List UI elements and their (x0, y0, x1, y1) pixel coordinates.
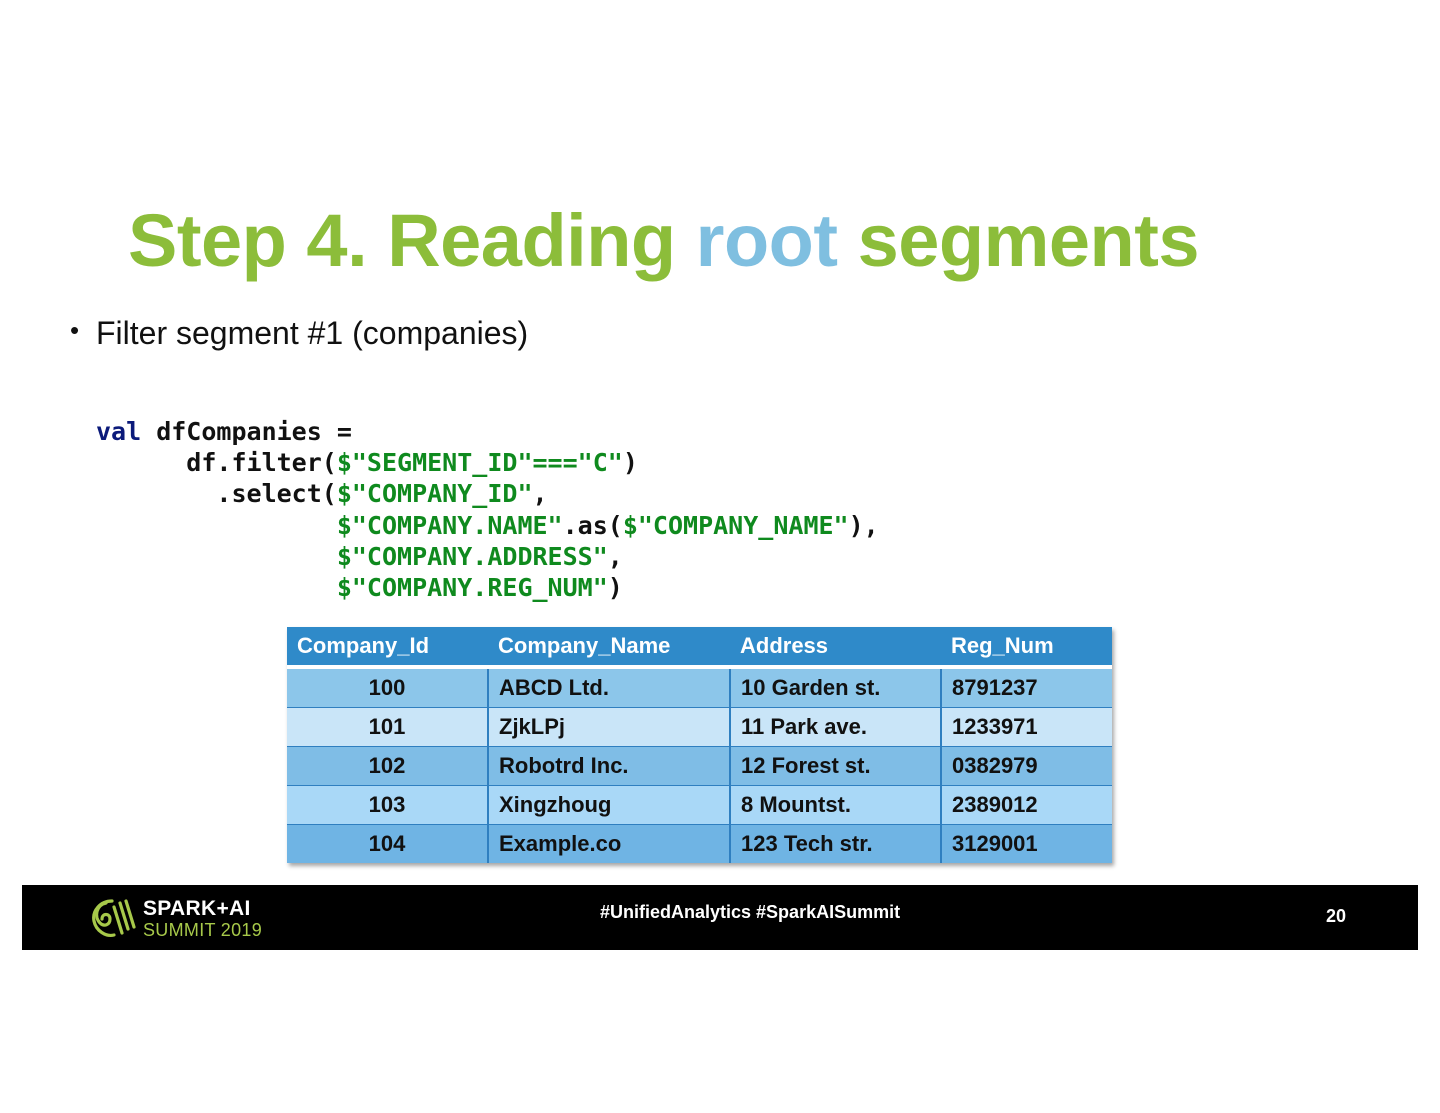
code-string: $"COMPANY_NAME" (622, 510, 849, 540)
slide-title: Step 4. Reading root segments (128, 196, 1200, 286)
table-cell: 100 (287, 666, 488, 708)
table-cell: 11 Park ave. (729, 707, 941, 747)
logo-line-2: SUMMIT 2019 (143, 920, 263, 940)
code-text: .select( (96, 479, 337, 509)
table-cell: 104 (287, 824, 488, 863)
table-row: 102 Robotrd Inc. 12 Forest st. 0382979 (287, 746, 1112, 786)
column-header: Company_Name (488, 627, 730, 669)
bullet-dot-icon: • (70, 315, 80, 345)
table-cell: ZjkLPj (487, 707, 730, 747)
code-indent (96, 573, 337, 602)
code-text: ) (622, 448, 638, 478)
table-cell: Example.co (487, 824, 730, 863)
table-row: 101 ZjkLPj 11 Park ave. 1233971 (287, 707, 1112, 747)
table-cell: 1233971 (940, 707, 1112, 747)
code-string: $"SEGMENT_ID"==="C" (336, 448, 623, 478)
spark-summit-logo-icon (92, 899, 136, 937)
code-indent (96, 542, 337, 571)
logo-wordmark: SPARK+AI SUMMIT 2019 (143, 897, 263, 941)
companies-table-wrapper: Company_Id Company_Name Address Reg_Num … (287, 627, 1112, 863)
table-cell: Xingzhoug (487, 785, 730, 825)
companies-table: Company_Id Company_Name Address Reg_Num … (287, 627, 1112, 863)
code-text: , (607, 541, 623, 571)
code-string: $"COMPANY.ADDRESS" (336, 541, 608, 571)
table-cell: 2389012 (940, 785, 1112, 825)
code-text: ), (848, 510, 879, 540)
title-part-3: segments (837, 199, 1200, 282)
table-cell: 123 Tech str. (729, 824, 941, 863)
code-text: .as( (562, 510, 623, 540)
code-block: val dfCompanies = df.filter($"SEGMENT_ID… (96, 416, 879, 603)
footer-hashtags: #UnifiedAnalytics #SparkAISummit (600, 902, 901, 922)
logo-line-1: SPARK+AI (143, 897, 251, 920)
code-string: $"COMPANY_ID" (336, 479, 533, 509)
title-part-1: Step 4. Reading (128, 199, 696, 282)
code-text: df.filter( (96, 448, 337, 478)
table-cell: 8 Mountst. (729, 785, 941, 825)
bullet-text: Filter segment #1 (companies) (96, 315, 529, 351)
code-keyword: val (96, 417, 142, 446)
table-cell: 12 Forest st. (729, 746, 941, 786)
bullet-item: • Filter segment #1 (companies) (70, 313, 528, 353)
code-indent (96, 511, 337, 540)
table-row: 104 Example.co 123 Tech str. 3129001 (287, 824, 1112, 863)
table-cell: 3129001 (940, 824, 1112, 863)
code-text: , (532, 479, 548, 509)
table-cell: 102 (287, 746, 488, 786)
table-cell: 10 Garden st. (729, 666, 941, 708)
title-part-2: root (695, 199, 838, 282)
column-header: Company_Id (287, 627, 488, 669)
table-cell: 103 (287, 785, 488, 825)
table-cell: Robotrd Inc. (487, 746, 730, 786)
table-cell: 0382979 (940, 746, 1112, 786)
table-cell: ABCD Ltd. (487, 666, 730, 708)
code-string: $"COMPANY.REG_NUM" (336, 573, 608, 603)
table-row: 103 Xingzhoug 8 Mountst. 2389012 (287, 785, 1112, 825)
slide-footer: SPARK+AI SUMMIT 2019 #UnifiedAnalytics #… (22, 885, 1418, 950)
table-row: 100 ABCD Ltd. 10 Garden st. 8791237 (287, 666, 1112, 708)
column-header: Reg_Num (941, 627, 1112, 669)
code-text: ) (607, 573, 623, 603)
table-cell: 8791237 (940, 666, 1112, 708)
page-number: 20 (1326, 906, 1347, 926)
code-text: dfCompanies = (141, 417, 352, 446)
table-cell: 101 (287, 707, 488, 747)
table-header-row: Company_Id Company_Name Address Reg_Num (287, 627, 1112, 669)
column-header: Address (730, 627, 941, 669)
code-string: $"COMPANY.NAME" (336, 510, 563, 540)
